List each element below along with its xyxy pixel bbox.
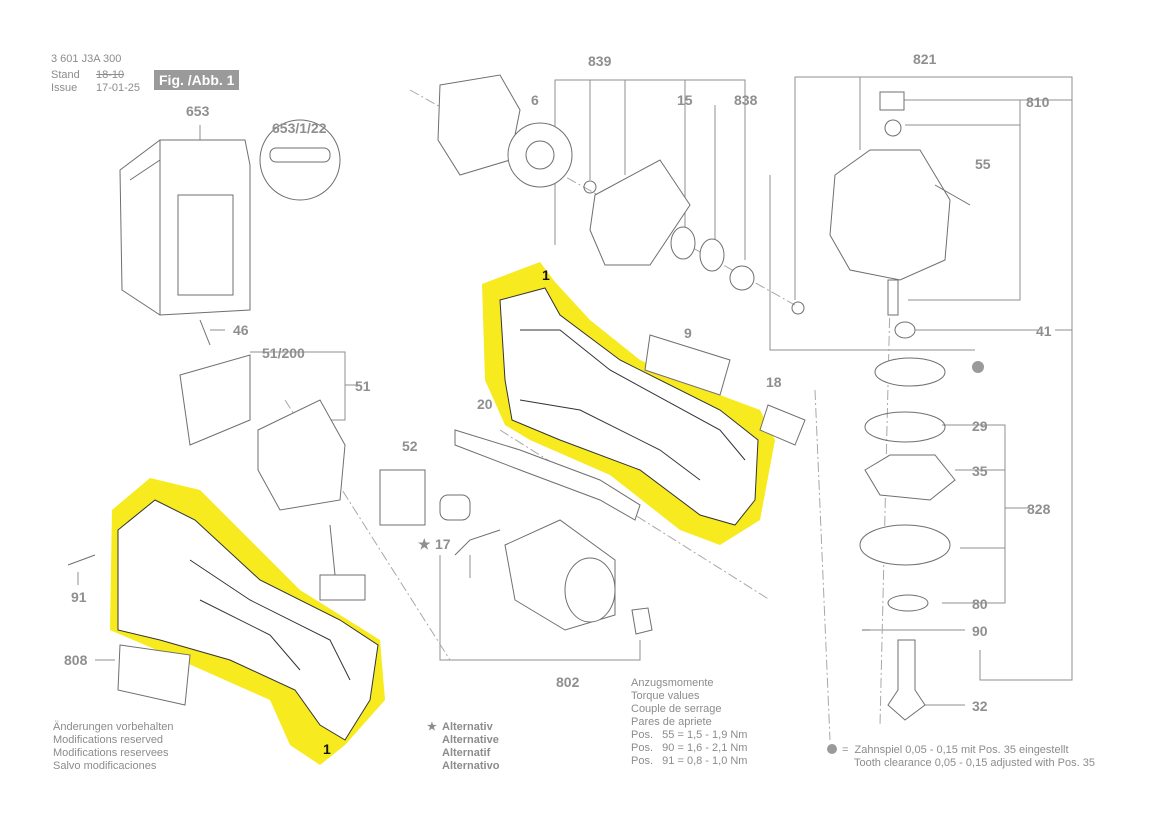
callout-653: 653 <box>186 103 210 119</box>
callout-91: 91 <box>71 589 87 605</box>
stand-label: Stand <box>51 69 80 81</box>
old-date: 18-10 <box>96 69 125 81</box>
callout-32: 32 <box>972 698 988 714</box>
star-17: ★ <box>418 536 431 552</box>
callout-80: 80 <box>972 596 988 612</box>
changes-reserved-notes: Änderungen vorbehalten Modifications res… <box>53 721 174 772</box>
callout-17: 17 <box>435 536 451 552</box>
callout-1-lower: 1 <box>323 741 331 757</box>
torque-notes: Anzugsmomente Torque values Couple de se… <box>631 677 748 767</box>
callout-41: 41 <box>1036 323 1052 339</box>
callout-821: 821 <box>913 51 937 67</box>
part-number: 3 601 J3A 300 <box>51 53 122 65</box>
callout-9: 9 <box>684 325 692 341</box>
motor-802 <box>439 494 653 635</box>
bracket-821 <box>794 76 1073 681</box>
bracket-51 <box>250 351 346 421</box>
callout-828: 828 <box>1027 501 1051 517</box>
callout-839: 839 <box>588 53 612 69</box>
callout-6: 6 <box>531 92 539 108</box>
callout-808: 808 <box>64 652 88 668</box>
callout-52: 52 <box>402 438 418 454</box>
alternative-notes: Alternativ Alternative Alternatif Altern… <box>442 721 500 772</box>
bracket-802 <box>439 555 641 661</box>
callout-55: 55 <box>975 156 991 172</box>
callout-51: 51 <box>355 378 371 394</box>
callout-46: 46 <box>233 322 249 338</box>
callout-810: 810 <box>1026 94 1050 110</box>
callout-653-1-22: 653/1/22 <box>272 120 327 136</box>
callout-20: 20 <box>477 396 493 412</box>
callout-15: 15 <box>677 92 693 108</box>
new-date: 17-01-25 <box>96 82 141 94</box>
figure-label: Fig. /Abb. 1 <box>154 70 240 90</box>
clearance-notes: = Zahnspiel 0,05 - 0,15 mit Pos. 35 eing… <box>842 744 1095 769</box>
issue-label: Issue <box>51 82 78 94</box>
lower-housing-1 <box>117 499 379 741</box>
callout-18: 18 <box>766 374 782 390</box>
callout-802: 802 <box>556 674 580 690</box>
callout-35: 35 <box>972 463 988 479</box>
upper-housing-1 <box>499 287 759 526</box>
callout-90: 90 <box>972 623 988 639</box>
callout-838: 838 <box>734 92 758 108</box>
callout-1-upper: 1 <box>542 267 550 283</box>
callout-29: 29 <box>972 418 988 434</box>
alternative-star: ★ <box>427 721 437 733</box>
battery-pack-653 <box>119 139 251 316</box>
callout-51-200: 51/200 <box>262 345 305 361</box>
